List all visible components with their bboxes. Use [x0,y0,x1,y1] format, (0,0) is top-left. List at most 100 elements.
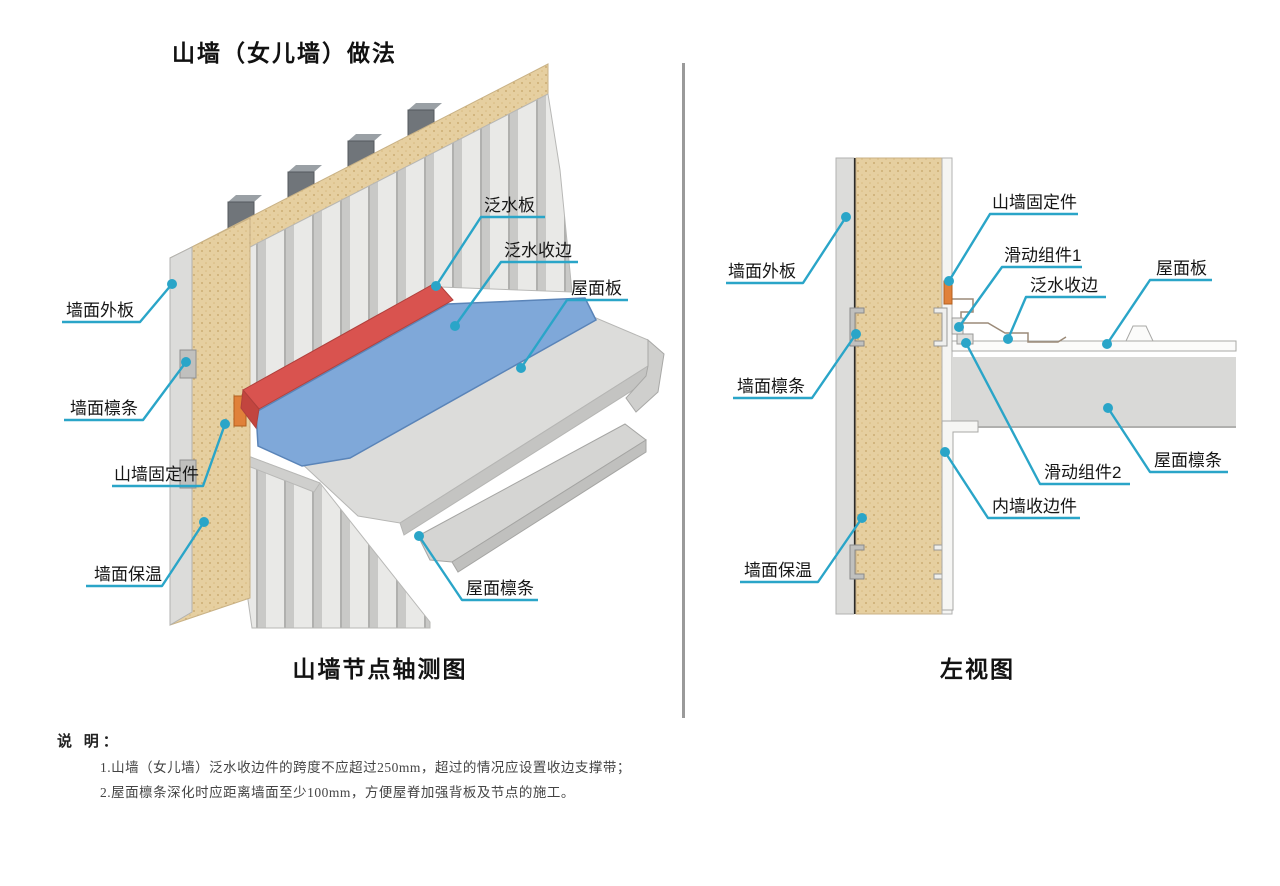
left-diagram: 泛水板 泛水收边 屋面板 墙面外板 墙面檩条 山墙固定件 [62,63,665,629]
label-rv-flashing-trim: 泛水收边 [1030,276,1098,295]
rv-roof-purlin [952,357,1236,427]
leader-line [1006,295,1106,340]
panel-divider [682,63,685,718]
leader-dot [220,419,230,429]
leader-rv-wall-insulation: 墙面保温 [740,513,867,584]
leader-dot [961,338,971,348]
leader-dot [414,531,424,541]
purlin-stub-top [348,134,382,141]
leader-line [1106,407,1228,474]
leader-dot [516,363,526,373]
leader-line [520,298,628,369]
leader-rv-sliding-component-1: 滑动组件1 [954,246,1082,332]
leader-wall-outer-panel: 墙面外板 [62,279,177,324]
label-wall-insulation: 墙面保温 [94,565,162,584]
roof-purlin-flange [451,439,647,573]
rv-wall-purlin-mark [849,544,865,580]
leader-line [62,283,173,324]
flashing-board-shape [240,281,454,430]
rv-roof-panel-rib [1125,325,1154,342]
label-rv-wall-insulation: 墙面保温 [744,561,812,580]
leader-rv-roof-purlin: 屋面檩条 [1103,403,1228,474]
label-flashing-trim: 泛水收边 [504,241,572,260]
leader-line [964,342,1130,486]
leader-rv-wall-outer-panel: 墙面外板 [726,212,851,285]
leader-line [418,535,538,602]
label-rv-gable-fixing: 山墙固定件 [992,193,1077,212]
label-rv-wall-outer-panel: 墙面外板 [728,262,796,281]
note-line-1: 1.山墙（女儿墙）泛水收边件的跨度不应超过250mm，超过的情况应设置收边支撑带… [100,760,631,775]
leader-roof-panel: 屋面板 [516,279,628,373]
notes-heading: 说 明： [57,734,122,750]
purlin-stub-top [228,195,262,202]
rv-inner-wall-trim [941,420,979,611]
leader-dot [954,322,964,332]
right-diagram-caption: 左视图 [940,657,1015,682]
leader-wall-purlin: 墙面檩条 [64,357,191,422]
leader-line [86,521,206,588]
roof-panel-shape [299,311,665,536]
leader-flashing-trim: 泛水收边 [450,241,578,331]
label-rv-wall-purlin: 墙面檩条 [737,377,805,396]
label-rv-roof-panel: 屋面板 [1156,259,1207,278]
leader-flashing-board: 泛水板 [431,196,545,291]
leader-dot [450,321,460,331]
right-diagram: 山墙固定件 滑动组件1 泛水收边 屋面板 墙面外板 墙面檩条 [726,157,1237,615]
label-flashing-board: 泛水板 [484,196,535,215]
leader-line [943,451,1080,520]
leader-line [740,517,863,584]
leader-dot [851,329,861,339]
leader-dot [841,212,851,222]
roof-purlin-shape [417,423,647,573]
leader-line [1106,278,1212,345]
leader-dot [1102,339,1112,349]
roof-panel-curl [625,338,665,413]
wall-purlin-mark [179,459,197,489]
rv-wall-insulation [855,157,943,615]
lower-wall-panel [247,455,431,629]
leader-line [454,260,578,327]
leader-dot [944,276,954,286]
flashing-board-cap [240,388,260,430]
label-rv-sliding-component-2: 滑动组件2 [1044,463,1121,482]
note-line-2: 2.屋面檩条深化时应距离墙面至少100mm，方便屋脊加强背板及节点的施工。 [100,785,575,800]
label-rv-sliding-component-1: 滑动组件1 [1004,246,1081,265]
label-wall-purlin: 墙面檩条 [70,399,138,418]
label-roof-panel: 屋面板 [571,279,622,298]
leader-line [958,265,1082,328]
leader-line [112,423,227,488]
leader-rv-flashing-trim: 泛水收边 [1003,276,1106,344]
leader-line [64,361,187,422]
leader-dot [181,357,191,367]
label-rv-roof-purlin: 屋面檩条 [1154,451,1222,470]
leader-dot [857,513,867,523]
rv-roof-panel [951,340,1237,352]
leader-rv-wall-purlin: 墙面檩条 [733,329,861,400]
leader-gable-fixing: 山墙固定件 [112,419,230,488]
leader-dot [940,447,950,457]
leader-rv-inner-wall-trim: 内墙收边件 [940,447,1080,520]
leader-line [726,216,848,285]
label-wall-outer-panel: 墙面外板 [66,301,134,320]
wall-outer-skin [169,246,193,626]
leader-dot [431,281,441,291]
rv-wall-purlin-mark-inner [933,307,948,347]
leader-line [434,215,545,287]
label-roof-purlin: 屋面檩条 [466,579,534,598]
left-diagram-caption: 山墙节点轴测图 [292,657,468,682]
leader-dot [199,517,209,527]
purlin-stub-top [288,165,322,172]
leader-wall-insulation: 墙面保温 [86,517,209,588]
leader-rv-sliding-component-2: 滑动组件2 [961,338,1130,486]
leader-line [733,333,857,400]
leader-dot [1103,403,1113,413]
leader-rv-roof-panel: 屋面板 [1102,259,1212,349]
leader-line [947,212,1078,282]
leader-roof-purlin: 屋面檩条 [414,531,538,602]
notes-block: 说 明： 1.山墙（女儿墙）泛水收边件的跨度不应超过250mm，超过的情况应设置… [57,730,631,801]
label-gable-fixing: 山墙固定件 [114,465,199,484]
leader-dot [167,279,177,289]
page-title: 山墙（女儿墙）做法 [172,41,397,66]
